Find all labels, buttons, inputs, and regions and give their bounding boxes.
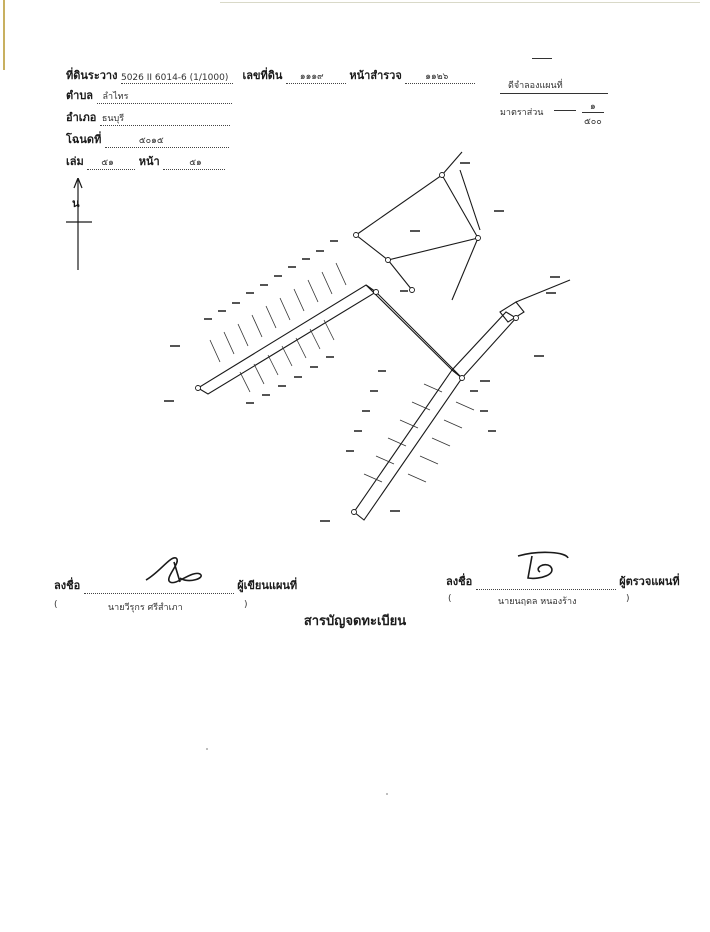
- north-boundary: [441, 151, 463, 176]
- scale-numerator: ๑: [590, 102, 596, 112]
- large-plot: [355, 174, 479, 261]
- copy-label: ดีจำลองแผนที่: [508, 81, 563, 91]
- drafter-signature-icon: [145, 557, 202, 584]
- deed-value: ๕๐๑๕: [138, 136, 164, 146]
- district-label: อำเภอ: [66, 111, 97, 124]
- east-line: [459, 169, 481, 231]
- scan-top-edge: [220, 2, 700, 3]
- checker-name: นายนฤดล หนองร้าง: [498, 597, 577, 607]
- checker-sign-row: ลงชื่อ ผู้ตรวจแผนที่: [446, 572, 680, 590]
- road-junction: [365, 284, 463, 379]
- plot-boundary: [387, 259, 413, 291]
- scale-dash: [554, 110, 576, 111]
- drafter-close-paren: ): [244, 600, 248, 610]
- subdistrict-field: ตำบล ลำไทร: [66, 86, 232, 104]
- checker-sign-label: ลงชื่อ: [446, 575, 473, 588]
- deed-field: โฉนดที่ ๕๐๑๕: [66, 130, 229, 148]
- road-west-east: [196, 284, 378, 395]
- scale-field: มาตราส่วน: [500, 105, 543, 119]
- plot-boundary-east: [451, 237, 479, 301]
- sheet-label: ที่ดินระวาง: [66, 69, 118, 82]
- checker-role: ผู้ตรวจแผนที่: [619, 575, 680, 588]
- small-parcel: [499, 301, 525, 323]
- north-arrow-icon: [66, 177, 92, 270]
- copy-dash: [532, 58, 552, 59]
- illegible-label-marks: [164, 162, 560, 522]
- road-north-east: [451, 311, 517, 379]
- sheet-value: 5026 II 6014-6 (1/1000): [120, 73, 229, 83]
- scale-denominator: ๕๐๐: [584, 117, 602, 127]
- drafter-name: นายวีรุกร ศรีสำเภา: [108, 603, 183, 613]
- parcel-no-label: เลขที่ดิน: [242, 69, 283, 82]
- scale-fraction-bar: [582, 112, 604, 113]
- copy-underline: [500, 93, 608, 94]
- district-field: อำเภอ ธนบุรี: [66, 108, 230, 126]
- drafter-sign-label: ลงชื่อ: [54, 579, 81, 592]
- district-value: ธนบุรี: [101, 114, 125, 124]
- deed-label: โฉนดที่: [66, 133, 102, 146]
- sheet-field: ที่ดินระวาง 5026 II 6014-6 (1/1000) เลขท…: [66, 66, 476, 84]
- page-value: ๕๑: [189, 158, 202, 168]
- subdistrict-label: ตำบล: [66, 89, 94, 102]
- north-label: น: [72, 197, 80, 210]
- scale-label: มาตราส่วน: [500, 108, 544, 118]
- checker-open-paren: (: [448, 594, 452, 604]
- drafter-open-paren: (: [54, 600, 58, 610]
- parcel-map: [164, 151, 571, 522]
- volume-value: ๕๑: [101, 158, 114, 168]
- survey-points: [195, 172, 519, 515]
- road-south: [353, 369, 463, 521]
- lot-lines: [209, 262, 475, 483]
- scan-speck: [386, 793, 388, 795]
- survey-page-value: ๑๑๒๖: [425, 72, 449, 82]
- ne-line: [515, 279, 571, 303]
- parcel-no-value: ๑๑๑๙: [299, 72, 324, 82]
- drafter-role: ผู้เขียนแผนที่: [237, 579, 298, 592]
- volume-label: เล่ม: [66, 155, 84, 168]
- volume-field: เล่ม ๕๑ หน้า ๕๑: [66, 152, 226, 170]
- survey-page-label: หน้าสำรวจ: [349, 69, 402, 82]
- scan-speck: [206, 748, 208, 750]
- registration-index-title: สารบัญจดทะเบียน: [303, 614, 407, 629]
- drafter-sign-row: ลงชื่อ ผู้เขียนแผนที่: [54, 576, 297, 594]
- page-label: หน้า: [138, 155, 160, 168]
- subdistrict-value: ลำไทร: [102, 92, 129, 102]
- checker-close-paren: ): [626, 594, 630, 604]
- north-arrow: น: [66, 177, 96, 282]
- checker-signature-icon: [517, 551, 569, 580]
- scan-left-edge: [3, 0, 5, 70]
